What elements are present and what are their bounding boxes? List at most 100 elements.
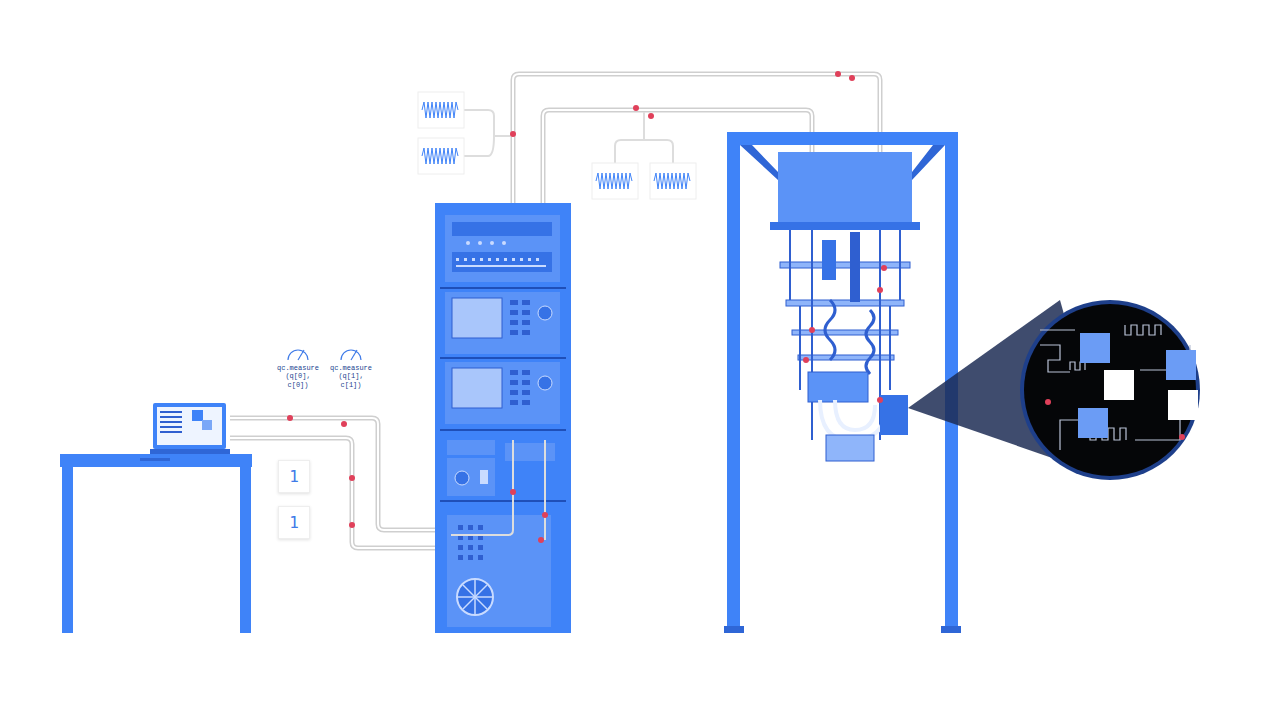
dilution-refrigerator-part xyxy=(880,395,908,435)
waveform-part-part xyxy=(654,173,690,189)
meter-icon-part xyxy=(298,350,304,360)
equipment-rack-part-part xyxy=(510,330,518,335)
equipment-rack-part-part xyxy=(510,370,518,375)
laptop-part-part xyxy=(160,411,182,413)
desk-part xyxy=(140,458,170,461)
laptop-part-part xyxy=(160,431,182,433)
chip-zoom-part xyxy=(1020,300,1200,480)
dilution-refrigerator-part-part xyxy=(780,262,910,268)
equipment-rack-part xyxy=(455,471,469,485)
equipment-rack-part xyxy=(447,515,551,627)
waveform-part xyxy=(422,102,690,189)
equipment-rack-part-part xyxy=(510,300,518,305)
code-text: qc.measure (q[1], c[1]) xyxy=(327,364,375,389)
equipment-rack-part xyxy=(456,258,546,267)
equipment-rack-part-part xyxy=(522,320,530,325)
equipment-rack-part-part xyxy=(510,489,516,495)
dilution-refrigerator-part xyxy=(941,626,961,633)
equipment-rack-part-part xyxy=(528,258,531,261)
equipment-rack-part-part xyxy=(488,258,491,261)
dilution-refrigerator-part xyxy=(770,222,920,230)
dilution-refrigerator-part-part xyxy=(789,230,791,300)
equipment-rack-part-part xyxy=(504,258,507,261)
equipment-rack-part-part xyxy=(512,258,515,261)
waveform-part xyxy=(418,92,464,128)
equipment-rack-part xyxy=(447,440,495,455)
cable-marker-part xyxy=(287,415,293,421)
bit-value: 1 xyxy=(289,467,299,486)
equipment-rack-part-part xyxy=(510,400,518,405)
cable-part xyxy=(230,438,446,548)
equipment-rack-part xyxy=(510,489,548,543)
waveform-part xyxy=(650,163,696,199)
chip-zoom-part-part xyxy=(1125,325,1161,335)
dilution-refrigerator-part-part xyxy=(881,265,887,271)
waveform xyxy=(418,92,696,199)
equipment-rack-part-part xyxy=(466,241,470,245)
dilution-refrigerator-part-part xyxy=(809,327,815,333)
dilution-refrigerator-part-part xyxy=(889,306,891,390)
chip-zoom-part xyxy=(1045,399,1185,440)
equipment-rack-part-part xyxy=(522,300,530,305)
desk-part xyxy=(240,467,251,633)
chip-zoom-part xyxy=(1040,325,1190,450)
equipment-rack-part xyxy=(440,357,566,359)
desk-part xyxy=(60,454,252,467)
equipment-rack-part-part xyxy=(456,265,546,267)
equipment-rack-part-part xyxy=(464,258,467,261)
equipment-rack-part-part xyxy=(472,258,475,261)
chip-zoom-part xyxy=(1080,333,1110,363)
dilution-refrigerator-part xyxy=(820,400,885,440)
equipment-rack-part-part xyxy=(522,310,530,315)
equipment-rack xyxy=(435,203,571,633)
chip-zoom xyxy=(908,300,1200,480)
bit-card: 1 xyxy=(278,460,310,493)
meter-icon xyxy=(288,350,361,360)
cable-part xyxy=(230,418,446,530)
laptop-part xyxy=(157,407,222,445)
cable-part xyxy=(230,438,446,548)
chip-zoom-part-part xyxy=(1045,399,1051,405)
waveform-part-part xyxy=(596,173,632,189)
equipment-rack-part-part xyxy=(496,258,499,261)
dilution-refrigerator-part-part xyxy=(799,306,801,390)
equipment-rack-part-part xyxy=(522,390,530,395)
equipment-rack-part xyxy=(480,470,488,484)
equipment-rack-part xyxy=(445,292,560,354)
waveform-part-part xyxy=(422,148,458,164)
cable-marker-part xyxy=(349,522,355,528)
meter-icon-part xyxy=(341,350,361,360)
equipment-rack-part-part xyxy=(522,370,530,375)
laptop-part-part xyxy=(160,421,182,423)
cable-part xyxy=(615,112,673,163)
chip-zoom-part xyxy=(1104,370,1134,400)
cable-marker xyxy=(510,71,855,163)
equipment-rack-part xyxy=(451,440,545,540)
equipment-rack-part xyxy=(435,203,571,633)
dilution-refrigerator xyxy=(724,132,961,633)
equipment-rack-part-part xyxy=(468,545,473,550)
equipment-rack-part-part xyxy=(463,585,487,609)
equipment-rack-part xyxy=(447,458,495,496)
laptop-part xyxy=(192,410,203,421)
dilution-refrigerator-part-part xyxy=(899,230,901,300)
equipment-rack-part-part xyxy=(520,258,523,261)
cable-marker-part xyxy=(341,421,347,427)
dilution-refrigerator-part xyxy=(822,240,836,280)
equipment-rack-part-part xyxy=(522,400,530,405)
chip-zoom-part-part xyxy=(1070,362,1085,370)
dilution-refrigerator-part xyxy=(724,626,744,633)
laptop-part xyxy=(153,403,226,449)
meter-icon-part xyxy=(288,350,308,360)
equipment-rack-part xyxy=(452,222,552,236)
cable xyxy=(230,418,446,548)
cable-marker-part xyxy=(349,475,355,481)
equipment-rack-part xyxy=(440,500,566,502)
equipment-rack-part xyxy=(538,306,552,320)
equipment-rack-part-part xyxy=(478,555,483,560)
equipment-rack-part-part xyxy=(522,380,530,385)
dilution-refrigerator-part xyxy=(866,310,874,374)
cable-part xyxy=(464,110,513,156)
dilution-refrigerator-part xyxy=(727,132,740,632)
